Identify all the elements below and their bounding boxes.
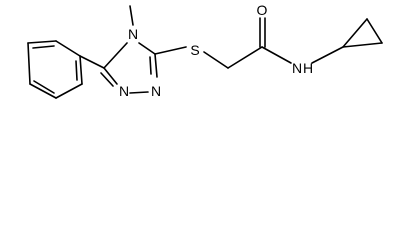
atom-label-amide-h: H	[303, 60, 313, 76]
bond-c5-n4	[103, 42, 128, 69]
atom-label-n2: N	[151, 83, 161, 99]
bond-cp-3	[342, 42, 383, 48]
bond-c-n	[261, 46, 292, 64]
bond-c3-n2-double	[149, 56, 152, 75]
bond-phenyl-5	[29, 83, 57, 99]
atom-label-sulfur: S	[190, 42, 199, 58]
atom-label-n1: N	[119, 83, 129, 99]
bond-phenyl-2	[55, 40, 81, 57]
bond-phenyl-6	[27, 42, 31, 85]
bond-phenyl-double-c	[33, 80, 55, 94]
triazole-ring	[100, 42, 158, 94]
bond-ch2-co	[227, 46, 263, 69]
bond-phenyl-4	[55, 83, 83, 99]
atom-label-amide-n: N	[292, 60, 302, 76]
bond-c3-s	[154, 46, 187, 55]
phenyl-ring	[27, 40, 83, 99]
bond-n1-c5	[103, 67, 118, 85]
bond-n1-c5-double	[100, 72, 114, 87]
bond-cp-1	[342, 18, 368, 48]
bond-n-cyclopropyl	[311, 46, 344, 64]
bond-phenyl-1	[27, 40, 57, 44]
molecule-diagram: N N N S O N H	[27, 2, 383, 99]
bond-s-ch2	[203, 51, 229, 69]
bond-phenyl-double-b	[75, 60, 78, 81]
bond-cp-2	[366, 18, 383, 44]
bond-n-methyl	[129, 5, 134, 26]
bond-phenyl-triazole	[79, 55, 105, 69]
cyclopropyl-ring	[342, 18, 383, 48]
atom-label-oxygen: O	[257, 2, 268, 18]
bond-c3-n2	[154, 53, 158, 78]
bond-n2-n1	[129, 91, 149, 94]
bond-phenyl-double-a	[32, 45, 55, 49]
atom-label-n4: N	[128, 26, 138, 42]
molecule-svg: N N N S O N H	[27, 2, 383, 99]
bond-phenyl-3	[79, 55, 83, 85]
bond-n4-c3	[138, 42, 156, 55]
